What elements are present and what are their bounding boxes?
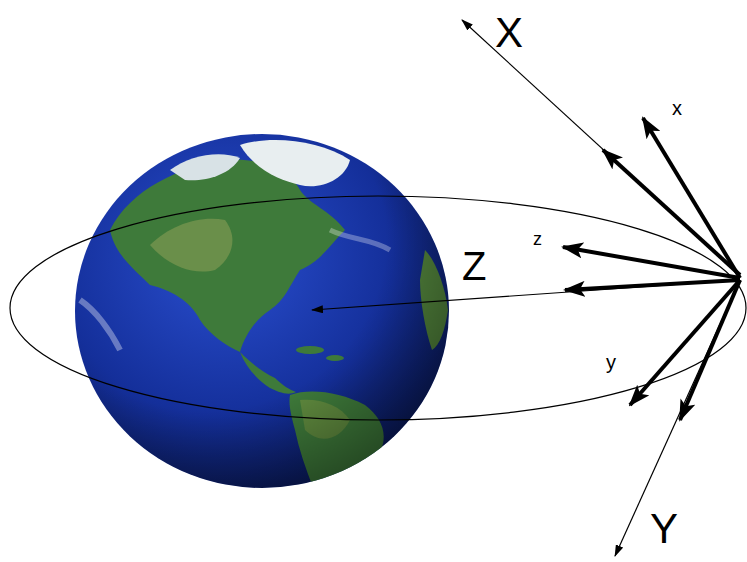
axis-label: y xyxy=(606,352,616,372)
axis-label: x xyxy=(672,98,682,118)
axis-x-thin xyxy=(462,20,740,275)
axis-y-bold xyxy=(680,280,740,420)
axis-y-thin xyxy=(615,280,740,556)
frame-axes xyxy=(312,20,740,556)
orbit-ellipse xyxy=(10,196,746,420)
axis-label: z xyxy=(533,230,542,248)
axis-label: Y xyxy=(650,508,678,550)
axis-z-bold xyxy=(565,280,740,290)
axis-z-thin xyxy=(312,280,740,310)
earth-globe xyxy=(75,134,449,505)
axis-label: Z xyxy=(462,246,486,286)
axis-z-body xyxy=(563,247,740,278)
axis-label: X xyxy=(495,12,523,54)
axis-y-body xyxy=(630,280,740,405)
axis-x-body xyxy=(643,118,740,278)
